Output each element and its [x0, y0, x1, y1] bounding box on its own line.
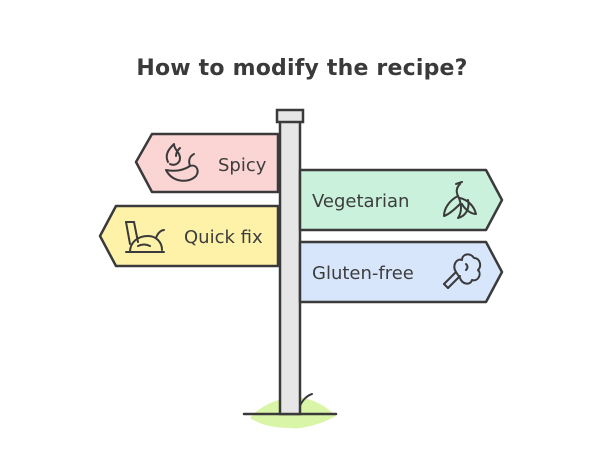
- sign-spicy[interactable]: Spicy: [134, 132, 280, 194]
- sign-vegetarian-board: [298, 168, 504, 232]
- sign-quick-fix-label: Quick fix: [184, 227, 263, 248]
- sign-spicy-label: Spicy: [218, 155, 267, 176]
- signpost-cap: [275, 108, 305, 124]
- roast-chicken-icon: [125, 221, 165, 253]
- chili-pepper-icon: [165, 143, 199, 182]
- sign-gluten-free-board: [298, 240, 504, 304]
- signpost-pole: [278, 116, 302, 416]
- sign-gluten-free-label: Gluten-free: [312, 263, 414, 284]
- sign-quick-fix[interactable]: Quick fix: [98, 204, 280, 268]
- banana-icon: [443, 181, 477, 219]
- broccoli-icon: [443, 253, 482, 289]
- sign-vegetarian-label: Vegetarian: [312, 191, 409, 212]
- sign-gluten-free[interactable]: Gluten-free: [298, 240, 504, 304]
- diagram-title: How to modify the recipe?: [136, 56, 468, 81]
- sign-vegetarian[interactable]: Vegetarian: [298, 168, 504, 232]
